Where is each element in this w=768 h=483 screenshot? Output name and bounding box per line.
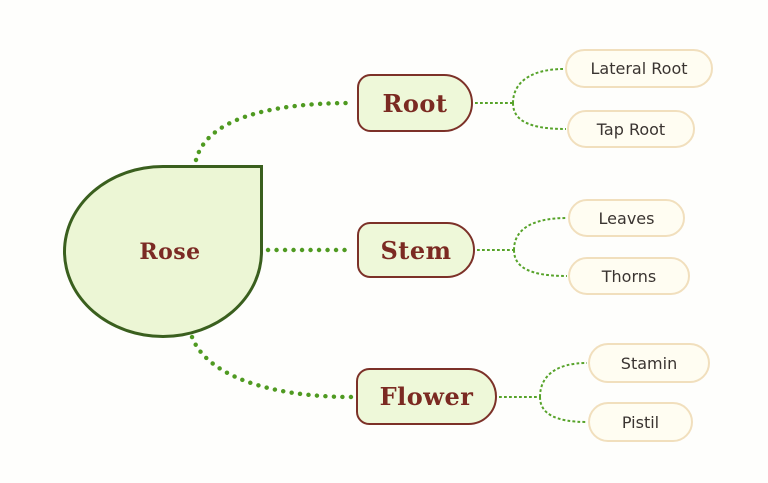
branch-node-label: Flower <box>379 382 474 411</box>
child-node-stamin[interactable]: Stamin <box>588 343 710 383</box>
branch-node-label: Stem <box>380 235 452 265</box>
connector-flower-pistil <box>539 396 588 423</box>
child-node-lateral-root[interactable]: Lateral Root <box>565 49 713 88</box>
child-node-label: Stamin <box>620 353 678 373</box>
child-node-thorns[interactable]: Thorns <box>568 257 690 295</box>
child-node-label: Lateral Root <box>590 59 688 78</box>
connector-root-tap-root <box>512 102 567 130</box>
branch-node-root[interactable]: Root <box>357 74 473 132</box>
connector-rose-flower <box>189 334 355 400</box>
child-node-pistil[interactable]: Pistil <box>588 402 693 442</box>
center-node-rose[interactable]: Rose <box>63 165 263 338</box>
connector-flower-stamin <box>539 362 588 398</box>
connector-root-lateral-root <box>512 68 565 104</box>
child-node-label: Leaves <box>598 208 655 228</box>
connector-rose-root <box>193 100 355 163</box>
center-node-label: Rose <box>139 238 201 265</box>
branch-node-stem[interactable]: Stem <box>357 222 475 278</box>
child-node-label: Pistil <box>621 412 660 432</box>
child-node-label: Tap Root <box>596 119 666 139</box>
child-node-label: Thorns <box>601 266 657 286</box>
connector-stem-leaves <box>513 217 568 251</box>
branch-node-label: Root <box>382 88 448 118</box>
branch-node-flower[interactable]: Flower <box>356 368 497 425</box>
child-node-leaves[interactable]: Leaves <box>568 199 685 237</box>
child-node-tap-root[interactable]: Tap Root <box>567 110 695 148</box>
connector-stem-thorns <box>513 249 568 277</box>
